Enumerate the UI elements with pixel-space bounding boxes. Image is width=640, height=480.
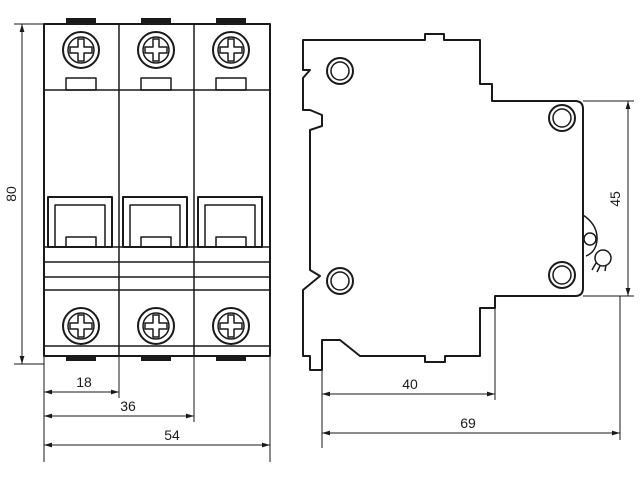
dimension-label-69: 69	[460, 415, 476, 431]
terminal-screw-icon	[62, 31, 100, 69]
dimension-label-80: 80	[3, 186, 19, 202]
dimension-label-45: 45	[607, 191, 623, 207]
handle-pivot-icon	[582, 214, 612, 273]
rivet-icon	[326, 267, 354, 295]
dimension-18: 18	[43, 356, 120, 462]
bottom-tab	[216, 356, 246, 361]
dimension-label-36: 36	[120, 398, 136, 414]
pole-2	[122, 18, 188, 361]
screw-clamp	[215, 77, 247, 91]
dimension-label-40: 40	[402, 376, 418, 392]
top-tab	[66, 18, 96, 24]
terminal-screw-icon	[212, 31, 250, 69]
front-view	[43, 18, 271, 361]
terminal-screw-icon	[137, 307, 175, 345]
bottom-tab	[66, 356, 96, 361]
dimension-45: 45	[583, 100, 634, 297]
dimension-54: 54	[44, 356, 271, 462]
top-tab	[216, 18, 246, 24]
front-body-outline	[43, 23, 271, 357]
rivet-icon	[548, 104, 576, 132]
screw-clamp	[65, 77, 97, 91]
bottom-tab	[141, 356, 171, 361]
pole-1	[47, 18, 113, 361]
dimension-69: 69	[322, 296, 621, 440]
rivet-icon	[326, 57, 354, 85]
top-tab	[141, 18, 171, 24]
dimension-36: 36	[44, 356, 195, 422]
dimension-80: 80	[3, 23, 44, 365]
terminal-screw-icon	[62, 307, 100, 345]
terminal-screw-icon	[212, 307, 250, 345]
side-view	[302, 33, 612, 371]
rivet-icon	[548, 261, 576, 289]
terminal-screw-icon	[137, 31, 175, 69]
pole-3	[197, 18, 263, 361]
side-body-outline	[302, 33, 584, 371]
screw-clamp	[140, 77, 172, 91]
dimension-label-18: 18	[76, 374, 92, 390]
dimension-label-54: 54	[164, 427, 180, 443]
